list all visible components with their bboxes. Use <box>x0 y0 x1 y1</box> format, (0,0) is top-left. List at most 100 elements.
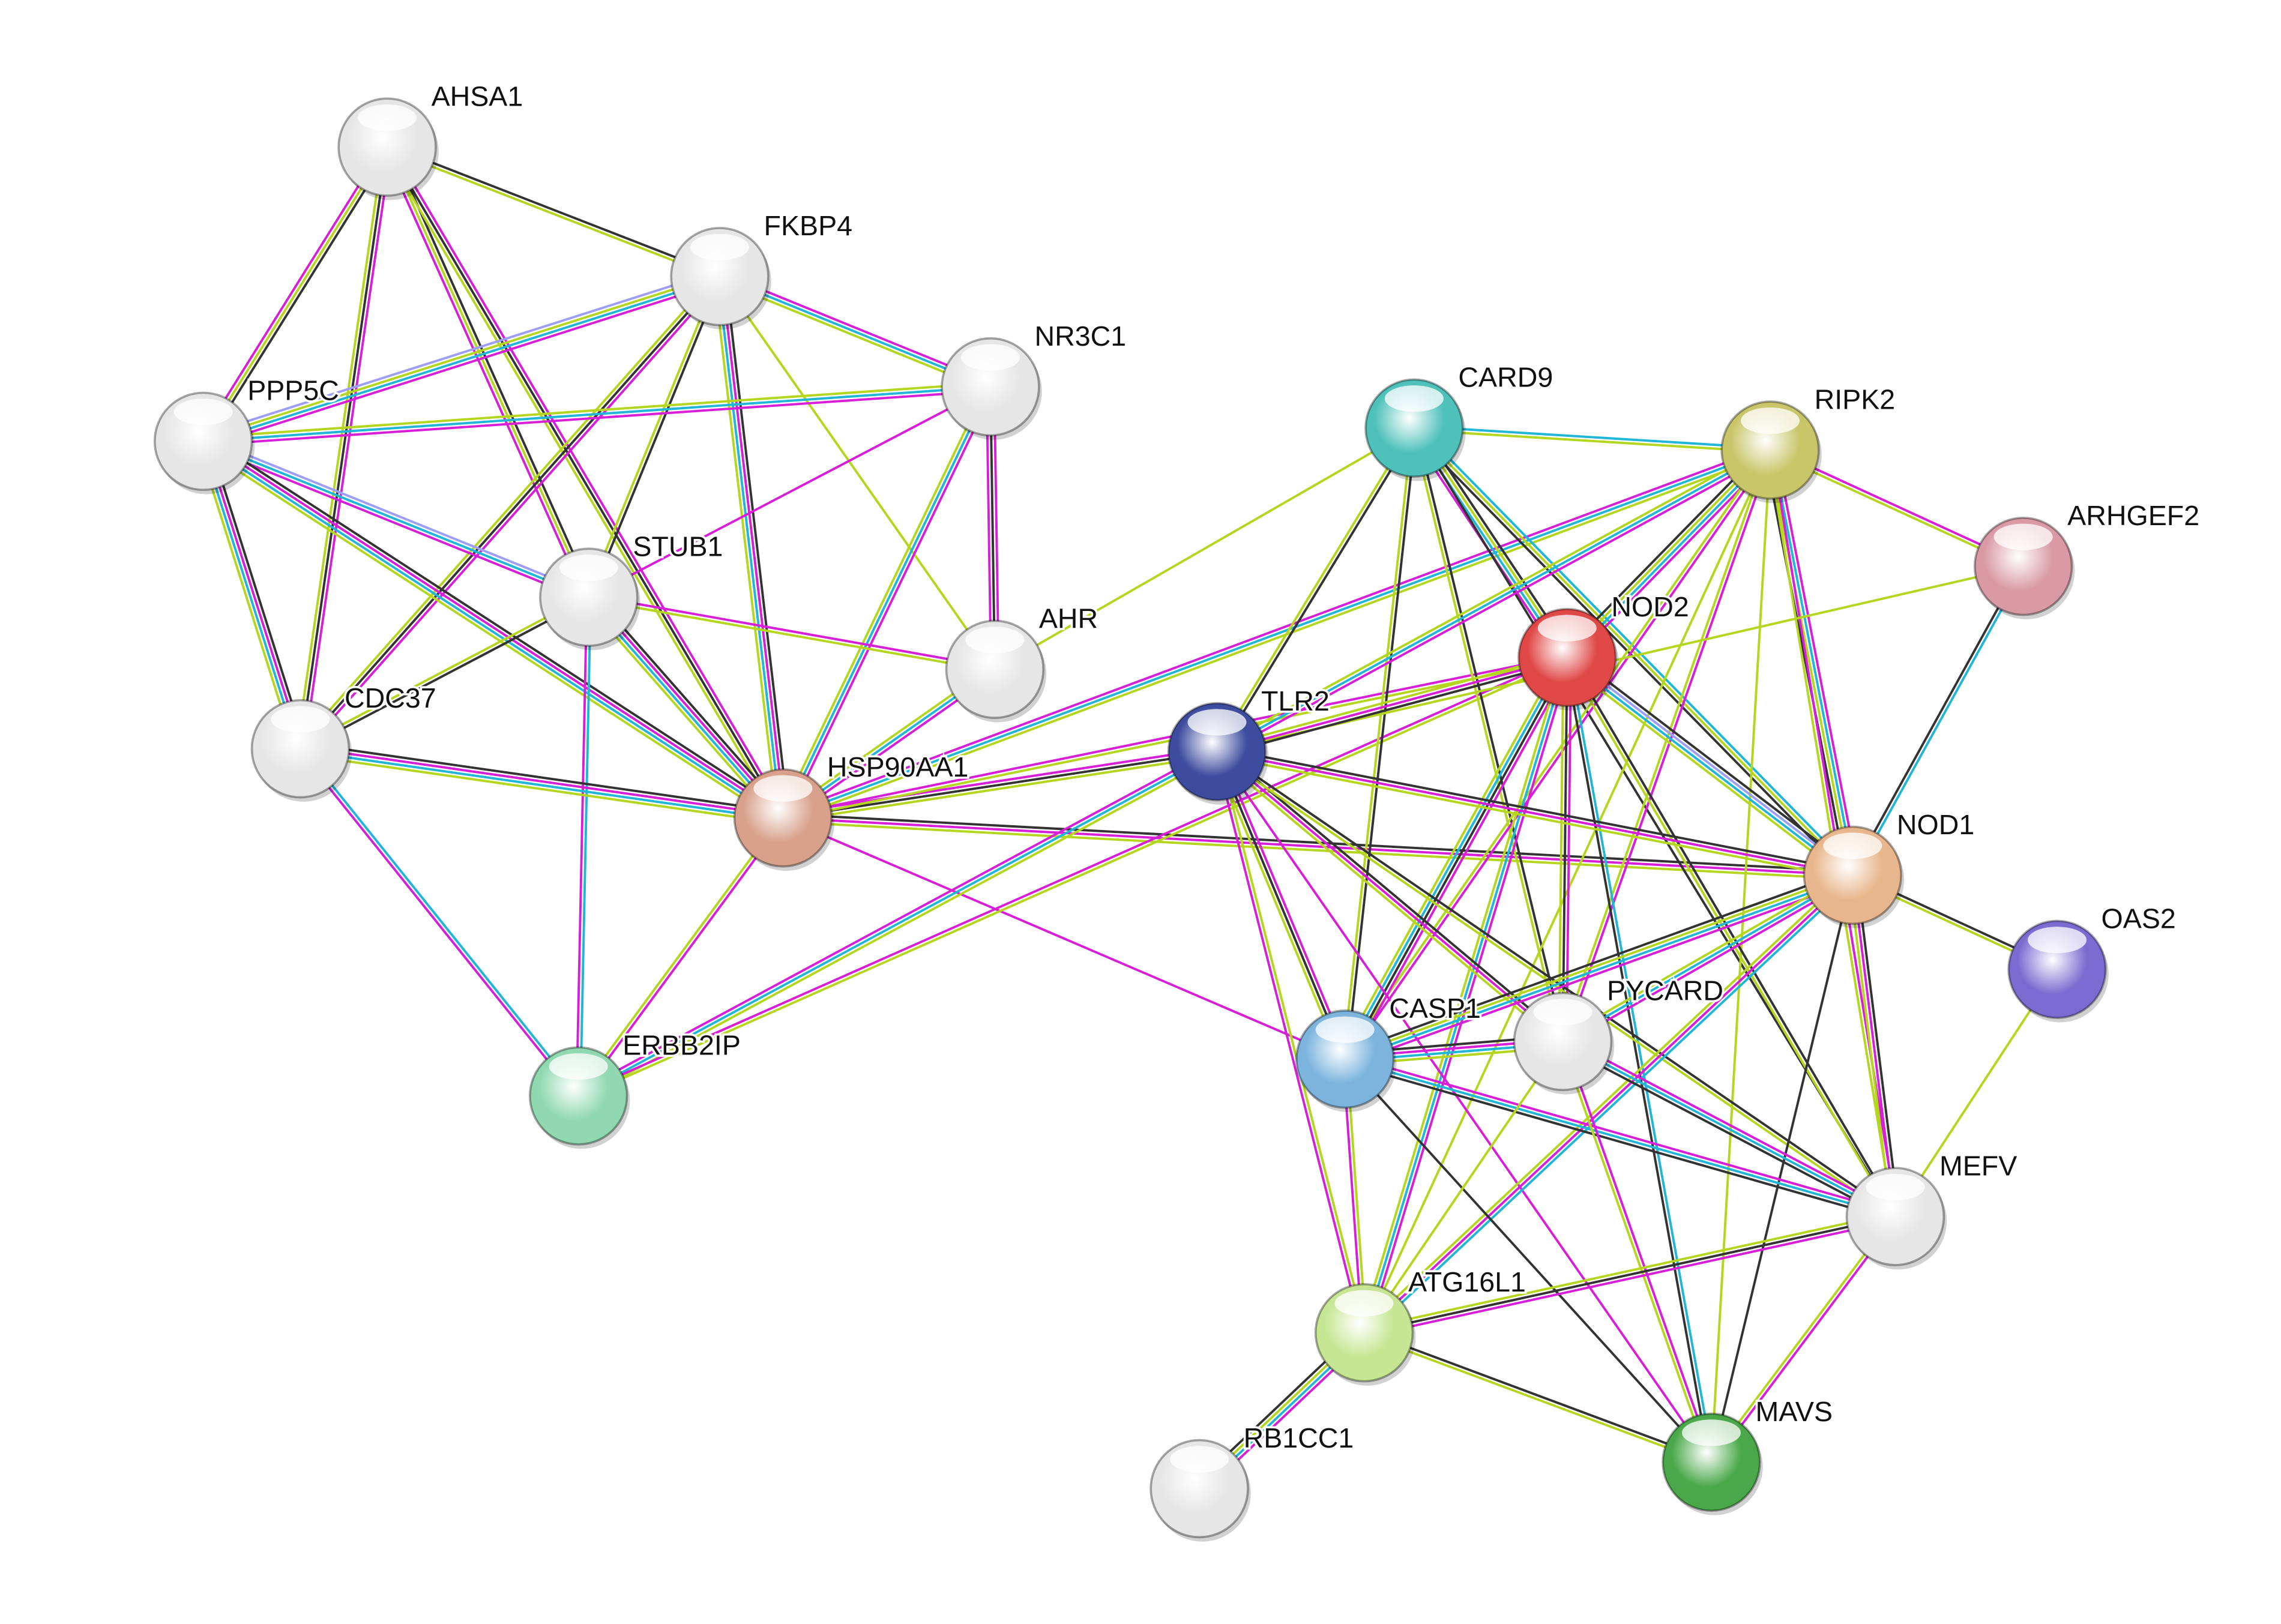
node-mavs[interactable]: MAVS <box>1662 1394 1835 1515</box>
edge-arhgef2-nod1[interactable] <box>1849 565 2026 877</box>
edge-nr3c1-hsp90aa1[interactable] <box>778 385 995 820</box>
node-label: STUB1 <box>633 531 723 562</box>
edge-nod1-atg16l1[interactable] <box>1360 871 1857 1337</box>
edge-ppp5c-stub1[interactable] <box>201 436 591 602</box>
edge-hsp90aa1-casp1[interactable] <box>782 817 1346 1060</box>
node-atg16l1[interactable]: ATG16L1 <box>1314 1264 1528 1386</box>
edge-ppp5c-cdc37[interactable] <box>196 439 307 751</box>
edge-erbb2ip-nod2[interactable] <box>577 654 1568 1099</box>
edge-fkbp4-nr3c1[interactable] <box>717 272 993 392</box>
node-nod2[interactable]: NOD2 <box>1517 589 1691 711</box>
edge-evidence-textmining <box>1564 658 1895 1218</box>
edge-stub1-erbb2ip[interactable] <box>575 597 592 1096</box>
edge-card9-ripk2[interactable] <box>1414 425 1771 454</box>
edge-ahsa1-stub1[interactable] <box>382 145 594 600</box>
node-casp1[interactable]: CASP1 <box>1295 990 1483 1113</box>
node-ahr[interactable]: AHR <box>945 601 1100 723</box>
node-hsp90aa1[interactable]: HSP90AA1 <box>733 749 971 871</box>
edge-stub1-cdc37[interactable] <box>299 594 591 752</box>
edge-pycard-mavs[interactable] <box>1559 1040 1714 1464</box>
edge-evidence-textmining <box>713 277 779 819</box>
edge-cdc37-erbb2ip[interactable] <box>298 747 581 1098</box>
edge-ahsa1-fkbp4[interactable] <box>386 144 721 280</box>
edge-tlr2-nod1[interactable] <box>1216 747 1854 880</box>
node-ahsa1[interactable]: AHSA1 <box>337 79 525 200</box>
edge-evidence-textmining <box>202 273 720 441</box>
edge-nod2-nod1[interactable] <box>1562 652 1857 881</box>
edge-ripk2-pycard[interactable] <box>1559 449 1773 1043</box>
edge-ppp5c-hsp90aa1[interactable] <box>199 435 787 824</box>
node-tlr2[interactable]: TLR2 <box>1167 683 1332 805</box>
edge-evidence-homology <box>204 436 591 595</box>
edge-nod2-mavs[interactable] <box>1564 657 1715 1463</box>
edge-casp1-mavs[interactable] <box>1344 1058 1713 1463</box>
node-nod1[interactable]: NOD1 <box>1803 807 1977 928</box>
edge-mefv-atg16l1[interactable] <box>1363 1211 1897 1338</box>
edge-evidence-textmining <box>1558 657 1565 1042</box>
edge-evidence-textmining <box>1216 652 1567 750</box>
edge-tlr2-casp1[interactable] <box>1212 750 1350 1061</box>
edge-fkbp4-stub1[interactable] <box>586 275 723 599</box>
node-arhgef2[interactable]: ARHGEF2 <box>1973 498 2202 619</box>
edge-fkbp4-ppp5c[interactable] <box>201 269 722 448</box>
node-ppp5c[interactable]: PPP5C <box>153 373 342 495</box>
node-pycard[interactable]: PYCARD <box>1513 973 1726 1095</box>
edge-evidence-database <box>1853 567 2026 877</box>
edge-oas2-mefv[interactable] <box>1894 969 2058 1218</box>
edge-ahsa1-cdc37[interactable] <box>295 146 393 750</box>
edge-ahsa1-hsp90aa1[interactable] <box>382 144 788 821</box>
edge-pycard-atg16l1[interactable] <box>1363 1041 1564 1334</box>
edge-mefv-mavs[interactable] <box>1708 1214 1898 1464</box>
edge-tlr2-atg16l1[interactable] <box>1214 751 1367 1334</box>
edge-hsp90aa1-tlr2[interactable] <box>782 747 1218 823</box>
node-oas2[interactable]: OAS2 <box>2007 901 2178 1023</box>
edge-nod1-mefv[interactable] <box>1848 874 1900 1218</box>
edge-ripk2-tlr2[interactable] <box>1214 445 1773 756</box>
edge-nod1-mavs[interactable] <box>1710 874 1854 1463</box>
edge-nod1-casp1[interactable] <box>1342 868 1855 1066</box>
edge-fkbp4-hsp90aa1[interactable] <box>713 275 790 819</box>
edge-fkbp4-ahr[interactable] <box>719 275 996 670</box>
edge-evidence-database <box>579 597 592 1096</box>
edge-casp1-mefv[interactable] <box>1343 1054 1897 1222</box>
node-cdc37[interactable]: CDC37 <box>250 680 438 802</box>
edge-evidence-textmining <box>579 754 1220 1101</box>
edge-card9-tlr2[interactable] <box>1214 426 1417 754</box>
edge-evidence-experimental <box>783 816 1853 877</box>
node-fkbp4[interactable]: FKBP4 <box>670 208 855 330</box>
edge-hsp90aa1-ripk2[interactable] <box>781 445 1772 823</box>
edge-ripk2-casp1[interactable] <box>1342 448 1773 1061</box>
edge-pycard-mefv[interactable] <box>1560 1036 1898 1221</box>
edge-stub1-hsp90aa1[interactable] <box>583 592 789 823</box>
node-card9[interactable]: CARD9 <box>1364 359 1555 481</box>
edge-nr3c1-ppp5c[interactable] <box>203 382 991 447</box>
node-rb1cc1[interactable]: RB1CC1 <box>1150 1420 1356 1542</box>
edge-nod2-mefv[interactable] <box>1564 656 1898 1218</box>
edge-evidence-coexpression <box>1849 565 2023 875</box>
edge-nod2-tlr2[interactable] <box>1216 652 1568 757</box>
node-mefv[interactable]: MEFV <box>1845 1148 2019 1270</box>
edge-cdc37-hsp90aa1[interactable] <box>299 742 785 825</box>
edge-nod2-atg16l1[interactable] <box>1359 656 1572 1335</box>
edge-tlr2-mavs[interactable] <box>1216 751 1713 1463</box>
edge-card9-pycard[interactable] <box>1411 427 1566 1042</box>
node-erbb2ip[interactable]: ERBB2IP <box>528 1027 743 1149</box>
edge-hsp90aa1-erbb2ip[interactable] <box>576 816 786 1098</box>
edge-fkbp4-cdc37[interactable] <box>297 273 724 753</box>
edge-evidence-coexpression <box>390 145 594 597</box>
edge-stub1-ahr[interactable] <box>588 594 996 673</box>
node-label: ARHGEF2 <box>2067 500 2199 531</box>
edge-evidence-textmining <box>1342 427 1414 1059</box>
node-nr3c1[interactable]: NR3C1 <box>941 318 1128 440</box>
node-label: NOD1 <box>1897 809 1974 840</box>
node-ripk2[interactable]: RIPK2 <box>1720 382 1897 504</box>
edge-arhgef2-tlr2[interactable] <box>1217 565 2024 753</box>
node-stub1[interactable]: STUB1 <box>539 529 725 651</box>
edge-ahsa1-ppp5c[interactable] <box>199 144 392 444</box>
edge-nr3c1-stub1[interactable] <box>588 385 991 598</box>
edge-atg16l1-mavs[interactable] <box>1363 1329 1713 1466</box>
edge-nod1-pycard[interactable] <box>1560 871 1855 1046</box>
edge-erbb2ip-tlr2[interactable] <box>576 747 1220 1101</box>
edge-ahr-card9[interactable] <box>994 427 1415 670</box>
edge-ripk2-nod1[interactable] <box>1763 448 1860 877</box>
